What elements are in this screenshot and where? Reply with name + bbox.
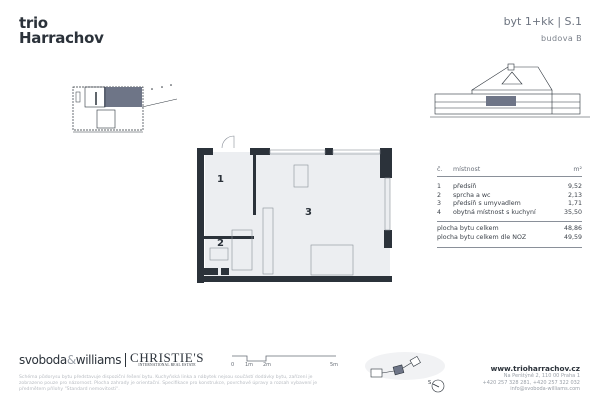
- svg-text:S: S: [428, 380, 431, 386]
- partner-logos: svoboda&williams CHRISTIE'S INTERNATIONA…: [19, 350, 205, 367]
- scale-bar: 0 1m 2m 5m: [230, 350, 340, 372]
- room-label-3: 3: [305, 207, 312, 218]
- highlighted-floor: [486, 96, 516, 106]
- unit-header: byt 1+kk | S.1 budova B: [504, 15, 582, 43]
- highlighted-unit: [104, 87, 142, 107]
- room-table: č. místnost m² 1 předsíň 9,52 2 sprcha a…: [437, 166, 582, 248]
- disclaimer-text: Schéma půdorysu bytu představuje dispozi…: [19, 375, 318, 393]
- brand-logo: trio Harrachov: [19, 14, 104, 47]
- table-row: 3 předsíň s umyvadlem 1,71: [437, 200, 582, 208]
- north-arrow-icon: [431, 379, 445, 393]
- floor-plan: 1 2 3: [197, 135, 392, 283]
- svoboda-williams-logo: svoboda&williams: [19, 352, 122, 367]
- table-header: č. místnost m²: [437, 166, 582, 177]
- room-label-2: 2: [217, 238, 224, 249]
- room-label-1: 1: [217, 174, 224, 185]
- christies-logo: CHRISTIE'S INTERNATIONAL REAL ESTATE: [130, 350, 205, 367]
- total-row: plocha bytu celkem 48,86: [437, 225, 582, 233]
- website-link[interactable]: www.trioharrachov.cz: [490, 364, 580, 373]
- contact-block: www.trioharrachov.cz Na Perštýně 2, 110 …: [483, 364, 580, 393]
- address: Na Perštýně 2, 110 00 Praha 1: [503, 373, 580, 379]
- table-row: 1 předsíň 9,52: [437, 183, 582, 190]
- brand-line1: trio: [19, 14, 48, 32]
- phones: +420 257 328 281, +420 257 322 032: [482, 379, 580, 386]
- site-plan: S: [365, 352, 445, 393]
- table-row: 4 obytná místnost s kuchyní 35,50: [437, 208, 582, 216]
- key-plan-diagram: [72, 84, 178, 133]
- table-row: 2 sprcha a wc 2,13: [437, 191, 582, 199]
- unit-title: byt 1+kk | S.1: [503, 15, 582, 28]
- logo-divider: [125, 352, 127, 367]
- building-label: budova B: [541, 34, 582, 43]
- email-link[interactable]: info@svoboda-williams.com: [510, 386, 580, 393]
- building-elevation: [430, 63, 590, 118]
- total-row: plocha bytu celkem dle NOZ 49,59: [437, 233, 582, 241]
- brand-line2: Harrachov: [19, 29, 104, 47]
